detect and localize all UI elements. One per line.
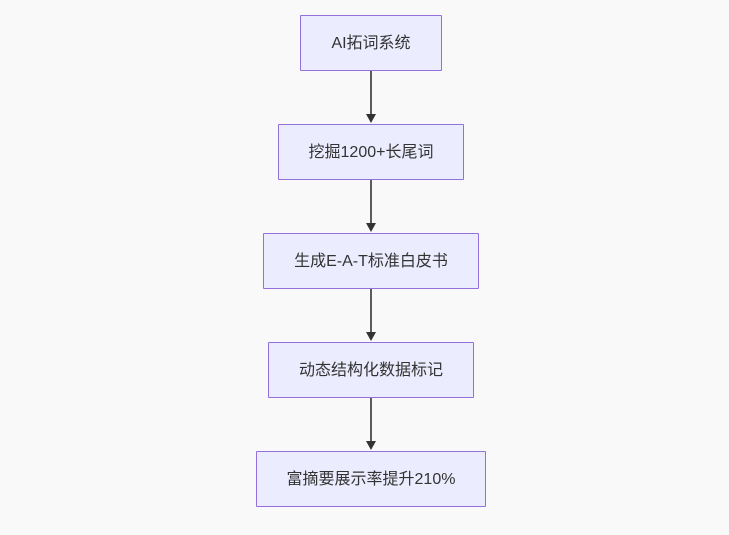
arrowhead-down-icon: [366, 223, 376, 232]
flow-node-4: 动态结构化数据标记: [267, 342, 474, 398]
flow-node-1: AI拓词系统: [300, 15, 442, 71]
arrow-line: [370, 289, 372, 334]
flow-node-2-label: 挖掘1200+长尾词: [308, 143, 434, 161]
arrowhead-down-icon: [366, 332, 376, 341]
arrowhead-down-icon: [366, 114, 376, 123]
arrow-line: [370, 71, 372, 116]
flow-node-3-label: 生成E-A-T标准白皮书: [294, 252, 448, 270]
arrowhead-down-icon: [366, 441, 376, 450]
arrow-connector-3: [364, 289, 378, 342]
arrow-connector-4: [364, 398, 378, 451]
arrow-line: [370, 398, 372, 443]
arrow-connector-2: [364, 180, 378, 233]
flow-node-2: 挖掘1200+长尾词: [277, 124, 465, 180]
flow-node-5-label: 富摘要展示率提升210%: [286, 470, 456, 488]
flow-node-1-label: AI拓词系统: [331, 34, 411, 52]
arrow-connector-1: [364, 71, 378, 124]
flow-node-3: 生成E-A-T标准白皮书: [263, 233, 479, 289]
flow-node-5: 富摘要展示率提升210%: [255, 451, 487, 507]
arrow-line: [370, 180, 372, 225]
flow-node-4-label: 动态结构化数据标记: [298, 361, 443, 379]
